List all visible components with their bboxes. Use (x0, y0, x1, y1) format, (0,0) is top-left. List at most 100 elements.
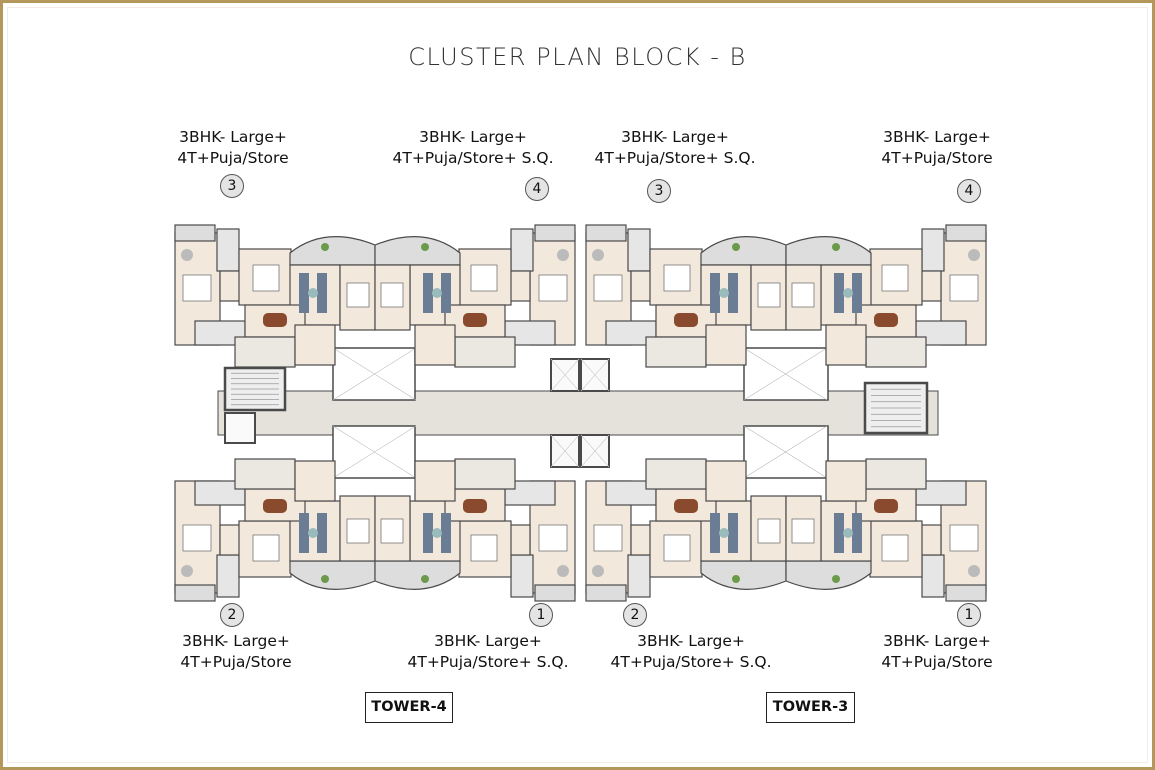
unit-label-t3-1: 3BHK- Large+4T+Puja/Store (817, 631, 1057, 673)
toilet (216, 554, 240, 598)
tower-4-label: TOWER-4 (365, 692, 453, 723)
sofa (852, 513, 862, 553)
foyer (414, 324, 456, 366)
unit-config: 4T+Puja/Store (177, 149, 289, 167)
unit-number-badge: 4 (525, 177, 549, 201)
chair (557, 249, 569, 261)
dining-table (263, 313, 287, 327)
balcony (534, 224, 576, 242)
lift-cross (550, 434, 580, 468)
sofa (299, 513, 309, 553)
puja-room (509, 270, 531, 302)
bed (663, 534, 691, 562)
bed (346, 282, 370, 308)
coffee-table (843, 288, 853, 298)
unit-label-t4-2: 3BHK- Large+4T+Puja/Store (116, 631, 356, 673)
plant (832, 575, 840, 583)
chair (592, 249, 604, 261)
unit-type: 3BHK- Large+ (434, 632, 542, 650)
curved-balcony (785, 236, 872, 266)
plant (732, 243, 740, 251)
unit-config: 4T+Puja/Store+ S.Q. (594, 149, 756, 167)
balcony (585, 584, 627, 602)
chair (968, 249, 980, 261)
unit-config: 4T+Puja/Store+ S.Q. (407, 653, 569, 671)
balcony (174, 584, 216, 602)
coffee-table (432, 288, 442, 298)
unit-type: 3BHK- Large+ (179, 128, 287, 146)
unit-config: 4T+Puja/Store (881, 149, 993, 167)
apartment-unit (785, 458, 987, 602)
foyer (705, 324, 747, 366)
foyer (825, 324, 867, 366)
sofa (728, 513, 738, 553)
toilet (627, 228, 651, 272)
kitchen (454, 458, 516, 490)
apartment-unit (174, 224, 376, 368)
curved-balcony (374, 236, 461, 266)
chair (181, 249, 193, 261)
balcony (174, 224, 216, 242)
sofa (423, 513, 433, 553)
coffee-table (719, 288, 729, 298)
unit-number-badge: 1 (529, 603, 553, 627)
corridor (217, 390, 939, 436)
sofa (441, 273, 451, 313)
puja-room (219, 524, 241, 556)
inner-border (7, 7, 1148, 763)
toilet (627, 554, 651, 598)
unit-label-t4-1: 3BHK- Large+ 4T+Puja/Store+ S.Q. (368, 631, 608, 673)
dining-table (674, 313, 698, 327)
puja-room (630, 270, 652, 302)
puja-room (219, 270, 241, 302)
bed (593, 524, 623, 552)
dining-table (263, 499, 287, 513)
coffee-table (308, 288, 318, 298)
coffee-table (719, 528, 729, 538)
lift (224, 412, 256, 444)
bed (470, 264, 498, 292)
dining-table (674, 499, 698, 513)
bed (791, 518, 815, 544)
unit-label-t3-3: 3BHK- Large+ 4T+Puja/Store+ S.Q. (555, 127, 795, 169)
bed (949, 524, 979, 552)
toilet (510, 228, 534, 272)
bed (791, 282, 815, 308)
balcony (945, 584, 987, 602)
sofa (852, 273, 862, 313)
foyer (294, 324, 336, 366)
lift-cross (580, 358, 610, 392)
bed (881, 264, 909, 292)
kitchen (454, 336, 516, 368)
kitchen (645, 336, 707, 368)
sofa (317, 273, 327, 313)
toilet (605, 480, 657, 506)
cutout-cross (743, 347, 828, 401)
bed (538, 274, 568, 302)
kitchen (865, 336, 927, 368)
bed (881, 534, 909, 562)
unit-number-badge: 1 (957, 603, 981, 627)
apartment-unit (374, 458, 576, 602)
unit-type: 3BHK- Large+ (883, 632, 991, 650)
sofa (299, 273, 309, 313)
kitchen (234, 458, 296, 490)
toilet (921, 228, 945, 272)
dining-table (874, 499, 898, 513)
puja-room (509, 524, 531, 556)
curved-balcony (289, 560, 376, 590)
unit-number-badge: 4 (957, 179, 981, 203)
sofa (317, 513, 327, 553)
chair (181, 565, 193, 577)
bed (757, 282, 781, 308)
plant (732, 575, 740, 583)
bed (346, 518, 370, 544)
chair (968, 565, 980, 577)
puja-room (630, 524, 652, 556)
foyer (414, 460, 456, 502)
sofa (710, 273, 720, 313)
unit-type: 3BHK- Large+ (621, 128, 729, 146)
bed (663, 264, 691, 292)
curved-balcony (700, 236, 787, 266)
coffee-table (432, 528, 442, 538)
